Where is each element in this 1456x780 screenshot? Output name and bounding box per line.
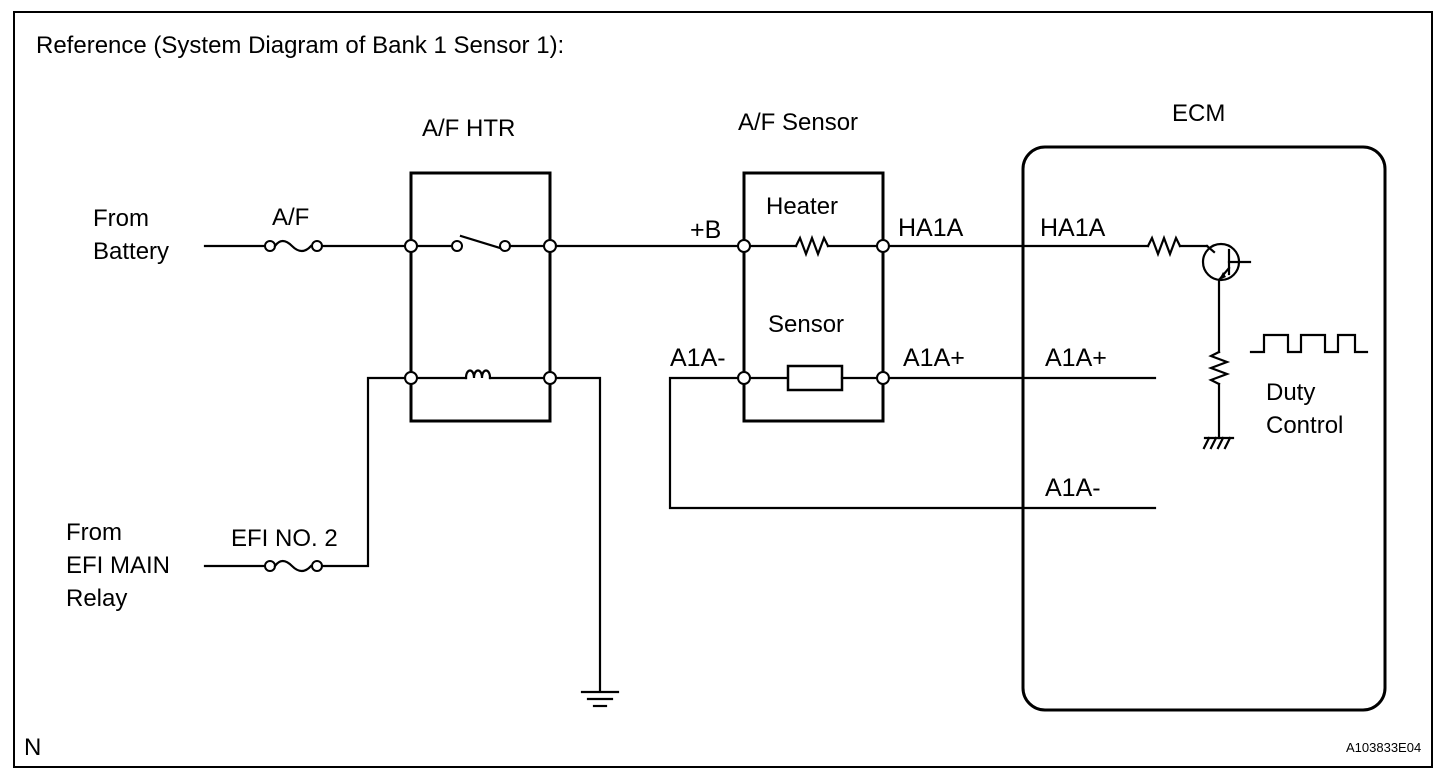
duty-control-line2: Control	[1266, 412, 1343, 439]
from-relay-line2: EFI MAIN	[66, 552, 170, 579]
pin-plus-b: +B	[690, 216, 721, 244]
fuse-af-label: A/F	[272, 204, 309, 231]
relay-label: A/F HTR	[422, 115, 515, 142]
from-relay-line3: Relay	[66, 585, 127, 612]
pin-ha1a-sensor: HA1A	[898, 214, 964, 242]
from-relay-line1: From	[66, 519, 122, 546]
wire-coil-to-ground	[554, 376, 602, 692]
wire-a1a-minus	[668, 376, 1157, 510]
relay-terminal-in	[404, 239, 418, 253]
chassis-ground-icon	[1202, 436, 1235, 450]
sensor-terminal-ha1a	[876, 239, 890, 253]
duty-control-line1: Duty	[1266, 379, 1315, 406]
from-battery-line1: From	[93, 205, 149, 232]
pulldown-resistor-symbol	[1207, 350, 1231, 440]
sensor-terminal-a1a-minus	[737, 371, 751, 385]
transistor-icon	[1201, 242, 1252, 282]
af-sensor-box	[742, 171, 885, 423]
fuse-efi-symbol	[264, 559, 323, 573]
diagram-title: Reference (System Diagram of Bank 1 Sens…	[36, 32, 564, 59]
relay-terminal-out	[543, 239, 557, 253]
relay-switch-symbol	[409, 234, 552, 252]
sensor-inner-label: Sensor	[768, 311, 844, 338]
pin-a1a-minus-sensor: A1A-	[670, 344, 726, 372]
sensor-terminal-a1a-plus	[876, 371, 890, 385]
relay-box	[409, 171, 552, 423]
relay-coil-terminal-out	[543, 371, 557, 385]
pin-a1a-plus-sensor: A1A+	[903, 344, 965, 372]
sensor-label: A/F Sensor	[738, 109, 858, 136]
heater-resistor-symbol	[742, 234, 885, 258]
pin-ha1a-ecm: HA1A	[1040, 214, 1106, 242]
ecm-label: ECM	[1172, 100, 1225, 127]
ground-icon	[580, 690, 620, 708]
relay-coil-symbol	[409, 369, 552, 380]
heater-label: Heater	[766, 193, 838, 220]
ecm-resistor-symbol	[1146, 234, 1209, 258]
sensor-terminal-plusb	[737, 239, 751, 253]
wire-efi-to-coil	[320, 376, 407, 568]
ecm-box	[1021, 145, 1387, 712]
fuse-af-symbol	[264, 239, 323, 253]
sensor-element-symbol	[742, 364, 885, 392]
relay-coil-terminal-in	[404, 371, 418, 385]
diagram-frame	[13, 11, 1433, 768]
from-battery-line2: Battery	[93, 238, 169, 265]
figure-code: A103833E04	[1346, 740, 1421, 755]
pin-a1a-minus-ecm: A1A-	[1045, 474, 1101, 502]
corner-mark: N	[24, 734, 41, 761]
pin-a1a-plus-ecm: A1A+	[1045, 344, 1107, 372]
duty-pulse-icon	[1249, 333, 1369, 354]
fuse-efi-label: EFI NO. 2	[231, 525, 338, 552]
